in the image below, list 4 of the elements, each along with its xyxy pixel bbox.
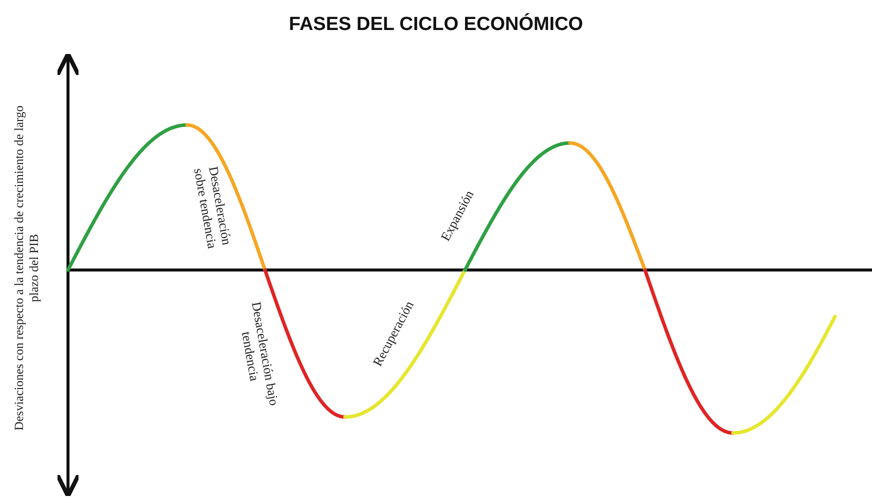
phase-label: Desaceleración sobre tendencia xyxy=(190,164,236,252)
axis-label: Desviaciones con respecto a la tendencia de crecimiento de largo plazo del PIB xyxy=(12,104,42,432)
chart-title: FASES DEL CICLO ECONÓMICO xyxy=(288,14,584,36)
phase-label: Desaceleración bajo tendencia xyxy=(238,300,282,409)
